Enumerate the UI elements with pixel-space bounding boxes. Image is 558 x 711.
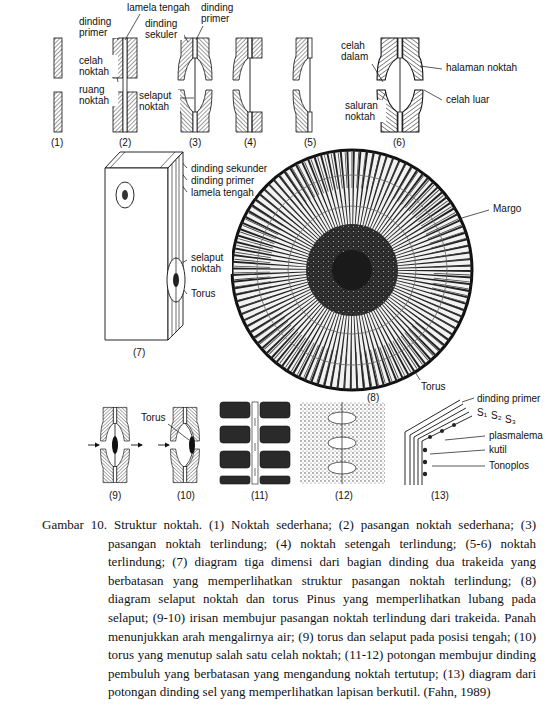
panel-12 [300,402,385,484]
part-label: S₁ [476,407,488,418]
panel-9 [88,407,142,482]
part-label: Margo [492,203,522,214]
panel-number: (5) [303,137,317,148]
part-label: selaput noktah [190,252,232,274]
part-label: kutil [488,444,508,455]
panel-number: (6) [392,137,406,148]
part-label: S₂ [490,410,503,421]
panel-4 [233,38,262,132]
panel-number: (12) [334,490,354,501]
part-label: dinding primer [200,2,242,24]
part-label: lamela tengah [126,2,191,13]
part-label: dinding sekunder [190,163,268,174]
part-label: celah luar [445,94,490,105]
panel-number: (13) [430,490,450,501]
panel-number: (4) [243,137,257,148]
panel-13 [405,400,472,485]
part-label: dinding primer [476,393,541,404]
panel-number: (2) [118,137,132,148]
part-label: plasmalema [488,430,544,441]
part-label: dinding sekuler [144,18,184,40]
panel-8 [232,150,472,390]
panel-7 [105,152,185,340]
panel-number: (1) [50,137,64,148]
part-label: celah noktah [78,55,118,77]
part-label: dinding primer [78,16,118,38]
part-label: Torus [140,412,166,423]
panel-number: (8) [366,392,380,403]
figure-caption: Gambar 10. Struktur noktah. (1) Noktah s… [108,516,536,702]
panel-number: (3) [188,137,202,148]
part-label: Tonoplos [488,460,530,471]
panel-3 [178,38,212,132]
part-label: Torus [420,381,446,392]
part-label: selaput noktah [138,90,180,112]
panel-number: (10) [176,490,196,501]
part-label: saluran noktah [344,100,386,122]
part-label: S₃ [504,414,517,425]
part-label: celah dalam [340,40,378,62]
part-label: lamela tengah [190,187,255,198]
part-label: dinding primer [190,175,255,186]
panel-11 [220,402,290,484]
panel-5 [293,38,312,132]
part-label: Torus [190,288,216,299]
panel-number: (11) [250,490,269,501]
panel-number: (7) [132,347,146,358]
part-label: ruang noktah [78,84,118,106]
part-label: halaman noktah [445,62,518,73]
panel-number: (9) [108,490,122,501]
leader-lines [114,14,489,466]
panel-1 [54,38,62,132]
